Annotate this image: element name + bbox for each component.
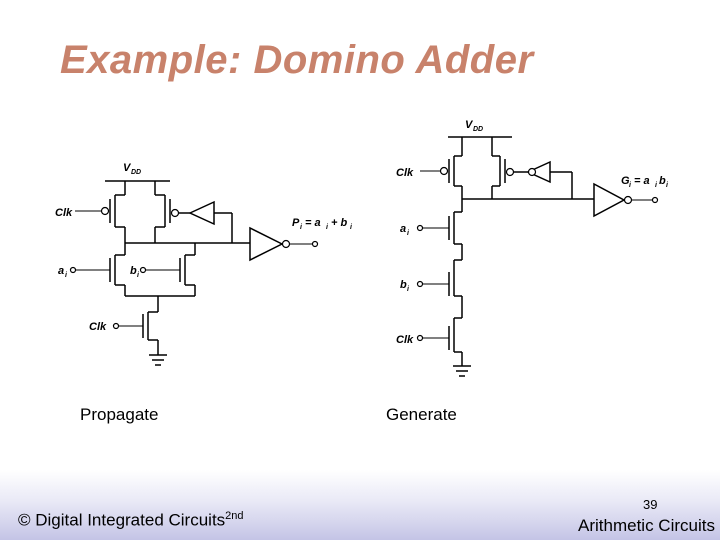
generate-vdd-sub: DD [473,126,483,133]
footer-edition: 2nd [225,510,244,522]
generate-clk-bottom-label: Clk [396,334,414,346]
slide-title: Example: Domino Adder [60,38,534,82]
propagate-clk-bottom-label: Clk [89,321,107,333]
propagate-output-p-sub: i [300,224,303,231]
generate-circuit: V DD Clk G i = a i b [396,119,669,377]
footer-copyright: © Digital Integrated Circuits2nd [18,510,244,531]
generate-output-g-sub: i [629,182,632,189]
generate-b-label: b [400,279,407,291]
generate-output-b: b [659,175,666,187]
generate-output-eq: = a [634,175,650,187]
propagate-a-sub: i [65,272,68,279]
propagate-clk-top-label: Clk [55,207,73,219]
propagate-output-b-sub: i [350,224,353,231]
footer-band [0,470,720,540]
generate-a-label: a [400,223,406,235]
propagate-output-eq: = a [305,217,321,229]
footer-copyright-text: © Digital Integrated Circuits [18,510,226,530]
generate-output-g: G [621,175,630,187]
generate-b-sub: i [407,286,410,293]
generate-output-a-sub: i [655,182,658,189]
propagate-caption: Propagate [80,405,159,424]
generate-vdd-label: V [465,119,474,131]
propagate-b-label: b [130,265,137,277]
page-number: 39 [643,497,658,512]
generate-output-b-sub: i [666,182,669,189]
propagate-output-a-sub: i [326,224,329,231]
generate-clk-top-label: Clk [396,167,414,179]
propagate-circuit: V DD Clk P i = a i + b [55,162,353,366]
footer-section: Arithmetic Circuits [578,516,715,535]
propagate-output-p: P [292,217,300,229]
propagate-output-plus: + b [331,217,347,229]
generate-caption: Generate [386,405,457,424]
propagate-vdd-label: V [123,162,132,174]
propagate-a-label: a [58,265,64,277]
propagate-b-sub: i [137,272,140,279]
generate-a-sub: i [407,230,410,237]
propagate-vdd-sub: DD [131,169,141,176]
